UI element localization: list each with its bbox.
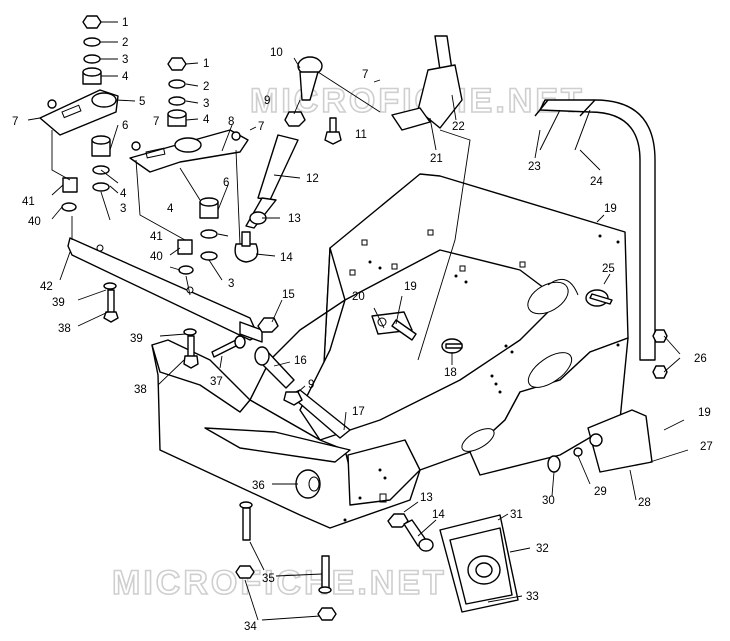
callout-9: 9 xyxy=(264,95,270,107)
grommet-18 xyxy=(441,338,463,354)
callout-39: 39 xyxy=(130,333,143,345)
callout-20: 20 xyxy=(352,291,365,303)
nuts-26 xyxy=(652,329,668,379)
tie-rod-lower xyxy=(254,317,351,439)
callout-26: 26 xyxy=(694,353,707,365)
callout-14: 14 xyxy=(280,252,293,264)
leader-lines xyxy=(27,21,689,621)
steering-column-assembly xyxy=(391,35,471,361)
bolt-37 xyxy=(211,335,246,358)
callout-35: 35 xyxy=(262,573,275,585)
boot-assembly xyxy=(439,514,519,613)
callout-40: 40 xyxy=(150,251,163,263)
callout-42: 42 xyxy=(40,281,53,293)
tie-rod-end-lower xyxy=(387,513,434,552)
watermark-bottom: MICROFICHE.NET xyxy=(112,564,447,602)
callout-32: 32 xyxy=(536,543,549,555)
callout-31: 31 xyxy=(510,509,523,521)
callout-34: 34 xyxy=(244,621,257,633)
callout-29: 29 xyxy=(594,486,607,498)
callout-7: 7 xyxy=(153,116,159,128)
nuts-34 xyxy=(235,565,337,621)
callout-33: 33 xyxy=(526,591,539,603)
callout-28: 28 xyxy=(638,497,651,509)
callout-14: 14 xyxy=(432,509,445,521)
right-idler-arm-stack xyxy=(129,57,249,275)
bolt-38-left xyxy=(103,282,119,323)
callout-41: 41 xyxy=(22,196,35,208)
callout-36: 36 xyxy=(252,480,265,492)
callout-38: 38 xyxy=(58,323,71,335)
callout-25: 25 xyxy=(602,263,615,275)
callout-19: 19 xyxy=(698,407,711,419)
callout-6: 6 xyxy=(122,120,128,132)
callout-19: 19 xyxy=(404,281,417,293)
callout-4: 4 xyxy=(120,188,127,200)
callout-3: 3 xyxy=(228,278,234,290)
callout-39: 39 xyxy=(52,297,65,309)
callout-3: 3 xyxy=(122,54,128,66)
callout-19: 19 xyxy=(604,203,617,215)
callout-12: 12 xyxy=(306,173,319,185)
callout-38: 38 xyxy=(134,384,147,396)
callout-3: 3 xyxy=(120,203,126,215)
callout-labels: 1 2 3 4 5 7 1 2 3 4 6 7 8 7 4 3 41 40 6 … xyxy=(12,17,713,633)
bolt-25 xyxy=(585,289,613,307)
callout-37: 37 xyxy=(210,376,223,388)
bolts-35 xyxy=(239,501,332,594)
callout-7: 7 xyxy=(258,121,264,133)
callout-7: 7 xyxy=(12,116,18,128)
callout-3: 3 xyxy=(203,98,209,110)
callout-1: 1 xyxy=(122,17,128,29)
callout-21: 21 xyxy=(430,153,443,165)
rear-bumper-handle xyxy=(534,99,656,361)
tie-rod-upper xyxy=(234,56,381,263)
callout-1: 1 xyxy=(203,58,209,70)
callout-24: 24 xyxy=(590,176,603,188)
callout-2: 2 xyxy=(203,81,209,93)
callout-30: 30 xyxy=(542,495,555,507)
tie-bar xyxy=(67,216,263,343)
bumper-36 xyxy=(295,469,321,499)
callout-7: 7 xyxy=(362,69,368,81)
callout-6: 6 xyxy=(223,177,229,189)
callout-5: 5 xyxy=(139,96,145,108)
callout-18: 18 xyxy=(444,367,457,379)
callout-13: 13 xyxy=(420,492,433,504)
callout-2: 2 xyxy=(122,37,128,49)
callout-4: 4 xyxy=(167,203,174,215)
callout-10: 10 xyxy=(270,47,283,59)
callout-41: 41 xyxy=(150,231,163,243)
callout-11: 11 xyxy=(355,129,367,141)
callout-27: 27 xyxy=(700,441,713,453)
callout-17: 17 xyxy=(352,406,365,418)
callout-8: 8 xyxy=(228,116,234,128)
callout-9: 9 xyxy=(308,379,314,391)
callout-23: 23 xyxy=(528,161,541,173)
callout-16: 16 xyxy=(294,355,307,367)
bracket-20 xyxy=(371,311,417,341)
bolt-38-center xyxy=(183,328,199,369)
callout-22: 22 xyxy=(452,121,465,133)
callout-13: 13 xyxy=(288,213,301,225)
callout-4: 4 xyxy=(122,71,129,83)
left-pitman-arm-stack xyxy=(39,15,119,221)
callout-4: 4 xyxy=(203,114,210,126)
plate-28 xyxy=(547,409,653,473)
callout-15: 15 xyxy=(282,289,295,301)
callout-40: 40 xyxy=(28,216,41,228)
